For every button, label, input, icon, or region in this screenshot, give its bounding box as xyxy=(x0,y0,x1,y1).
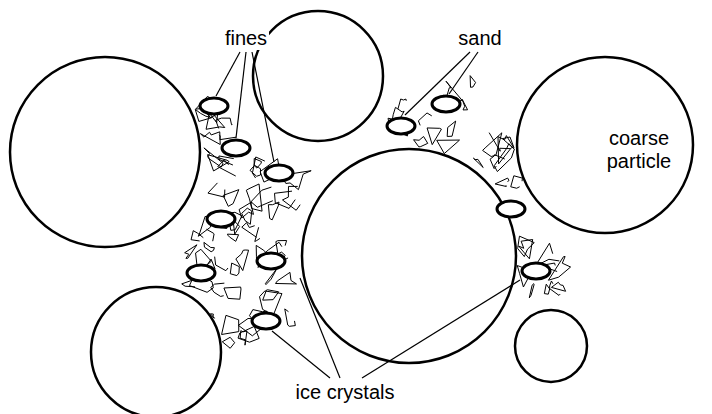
ice-crystal xyxy=(222,315,239,334)
ice-crystal xyxy=(236,250,249,271)
sand-grain xyxy=(207,211,235,227)
ice-crystal xyxy=(519,240,533,259)
ice-crystal xyxy=(427,128,441,145)
ice-crystal xyxy=(255,227,260,241)
sand-grain xyxy=(265,165,293,181)
leader-line xyxy=(252,52,274,162)
ice-crystal xyxy=(529,284,534,298)
ice-crystal xyxy=(223,190,239,207)
leader-line xyxy=(300,278,340,378)
sand-grain xyxy=(257,253,285,269)
sand-grain xyxy=(387,118,415,134)
ice-crystal xyxy=(544,284,549,294)
ice-crystal xyxy=(246,184,262,211)
ice-crystal xyxy=(250,165,261,176)
sand-grain xyxy=(187,265,215,281)
particle-label: coarse particle xyxy=(591,127,687,173)
coarse-grain xyxy=(91,287,221,414)
ice-crystal xyxy=(268,202,279,220)
ice-crystal xyxy=(265,269,276,285)
ice-crystal xyxy=(215,257,228,271)
leader-line xyxy=(236,52,246,138)
coarse-grain xyxy=(515,310,587,382)
ice-crystal xyxy=(518,236,535,256)
ice-crystal xyxy=(447,121,455,136)
leader-line xyxy=(216,52,240,96)
ice-crystal xyxy=(398,99,406,109)
ice-crystal xyxy=(224,287,241,299)
sand-grain xyxy=(252,313,280,329)
ice-crystal xyxy=(230,263,239,276)
ice-crystal xyxy=(227,234,238,241)
sand-grain xyxy=(200,98,228,114)
part-label: sand xyxy=(456,27,503,50)
ice-crystal xyxy=(191,231,203,241)
ice-crystal xyxy=(490,155,505,169)
ice-crystal xyxy=(208,183,225,197)
ice-crystal xyxy=(204,242,214,251)
ice-crystal xyxy=(414,136,428,146)
particle-circle: coarse particle xyxy=(515,55,695,235)
sand-grain xyxy=(497,201,525,217)
ice-crystal xyxy=(495,178,509,186)
particle-outline xyxy=(517,57,693,233)
ice-crystal xyxy=(240,331,247,345)
ice-crystal xyxy=(470,76,475,88)
leader-line xyxy=(405,52,470,115)
ice-crystal xyxy=(200,132,220,145)
ice-crystal xyxy=(242,223,257,238)
leader-line xyxy=(362,280,520,378)
coarse-grain xyxy=(10,57,200,247)
ice-crystal xyxy=(418,113,431,125)
ice-crystal xyxy=(260,291,282,315)
leader-line xyxy=(272,331,330,378)
ice-crystal xyxy=(222,337,234,348)
sand-grain xyxy=(522,263,550,279)
ice-crystal xyxy=(483,133,502,157)
part-label: ice crystals xyxy=(294,381,397,404)
ice-crystal xyxy=(239,202,253,218)
ice-crystal xyxy=(218,160,236,176)
ice-crystal xyxy=(473,158,483,167)
part-label: fines xyxy=(223,27,269,50)
coarse-grain xyxy=(302,149,516,363)
ice-crystal xyxy=(437,140,460,153)
ice-crystal xyxy=(275,191,296,208)
ice-crystal xyxy=(275,272,296,284)
ice-crystal xyxy=(238,326,259,342)
ice-crystal xyxy=(498,136,513,164)
ice-crystal xyxy=(551,282,565,291)
ice-crystal xyxy=(206,229,214,241)
ice-crystal xyxy=(185,245,197,259)
sand-grain xyxy=(432,96,460,112)
ice-crystal xyxy=(211,283,225,296)
sand-grain xyxy=(222,140,250,156)
leader-line xyxy=(449,52,478,94)
ice-crystal xyxy=(511,176,523,188)
coarse-grain xyxy=(253,11,383,141)
ice-crystal xyxy=(285,309,296,326)
ice-crystal xyxy=(208,155,230,171)
